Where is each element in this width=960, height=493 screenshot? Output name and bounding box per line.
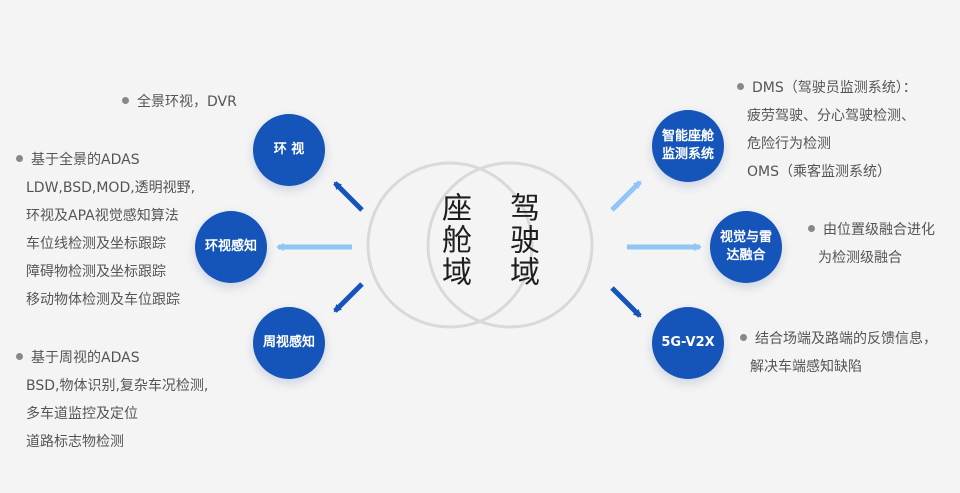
note-line: 解决车端感知缺陷 <box>750 359 862 375</box>
driving-domain-label: 驾驶域 <box>504 192 539 288</box>
note-cabin-monitoring: DMS（驾驶员监测系统）： 疲劳驾驶、分心驾驶检测、 危险行为检测 OMS（乘客… <box>737 74 917 186</box>
note-line: 结合场端及路端的反馈信息， <box>755 331 937 347</box>
note-line: 疲劳驾驶、分心驾驶检测、 <box>747 108 915 124</box>
arrow-to-5g-v2x <box>610 286 642 318</box>
note-line: 车位线检测及坐标跟踪 <box>26 236 166 252</box>
cabin-monitoring-label: 智能座舱 监测系统 <box>661 129 714 162</box>
v2x-label: 5G-V2X <box>661 335 715 350</box>
surround-view-node: 环 视 <box>253 114 325 186</box>
cabin-domain-label: 座舱域 <box>436 192 471 288</box>
note-line: 基于周视的ADAS <box>31 350 140 366</box>
surround-view-label: 环 视 <box>273 142 305 157</box>
bullet-icon <box>16 352 23 360</box>
note-line: 道路标志物检测 <box>26 434 124 450</box>
note-v2x: 结合场端及路端的反馈信息， 解决车端感知缺陷 <box>740 325 937 381</box>
bullet-icon <box>737 82 744 90</box>
note-surround-view: 全景环视，DVR <box>122 88 237 116</box>
bullet-icon <box>740 333 747 341</box>
arrow-to-cabin-monitoring <box>610 180 642 212</box>
sensor-fusion-label: 视觉与雷 达融合 <box>719 230 772 263</box>
arrow-to-perimeter-perception <box>333 282 364 313</box>
bullet-icon <box>808 224 815 232</box>
cabin-monitoring-node: 智能座舱 监测系统 <box>652 110 724 182</box>
note-line: 移动物体检测及车位跟踪 <box>26 292 180 308</box>
sensor-fusion-node: 视觉与雷 达融合 <box>710 211 782 283</box>
note-surround-perception: 基于全景的ADAS LDW,BSD,MOD,透明视野, 环视及APA视觉感知算法… <box>16 146 195 314</box>
note-line: 为检测级融合 <box>818 250 902 266</box>
note-line: BSD,物体识别,复杂车况检测, <box>26 378 209 394</box>
arrow-to-surround-view <box>333 181 364 212</box>
perimeter-perception-label: 周视感知 <box>262 335 315 350</box>
note-line: DMS（驾驶员监测系统）： <box>752 80 917 96</box>
note-line: 全景环视，DVR <box>137 94 237 110</box>
note-line: 基于全景的ADAS <box>31 152 140 168</box>
surround-perception-node: 环视感知 <box>195 211 267 283</box>
note-sensor-fusion: 由位置级融合进化 为检测级融合 <box>808 216 935 272</box>
bullet-icon <box>16 154 23 162</box>
left-ring <box>366 161 534 329</box>
note-perimeter-perception: 基于周视的ADAS BSD,物体识别,复杂车况检测, 多车道监控及定位 道路标志… <box>16 344 208 456</box>
right-ring <box>426 161 594 329</box>
note-line: 由位置级融合进化 <box>823 222 935 238</box>
surround-perception-label: 环视感知 <box>204 239 257 254</box>
note-line: 危险行为检测 <box>747 136 831 152</box>
note-line: 环视及APA视觉感知算法 <box>26 208 179 224</box>
note-line: LDW,BSD,MOD,透明视野, <box>26 180 196 196</box>
note-line: 障碍物检测及坐标跟踪 <box>26 264 166 280</box>
v2x-node: 5G-V2X <box>652 307 724 379</box>
note-line: OMS（乘客监测系统） <box>747 164 891 180</box>
perimeter-perception-node: 周视感知 <box>253 307 325 379</box>
note-line: 多车道监控及定位 <box>26 406 138 422</box>
bullet-icon <box>122 96 129 104</box>
